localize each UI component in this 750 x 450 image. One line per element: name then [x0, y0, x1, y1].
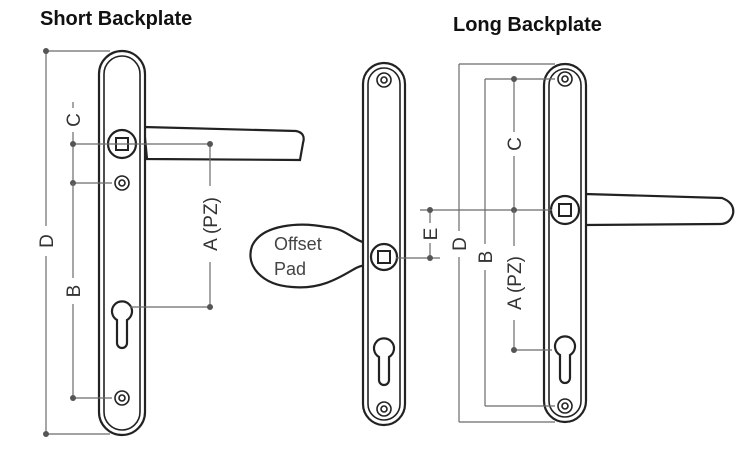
long-bottom-screw — [557, 398, 573, 414]
short-dim-b-gap — [65, 278, 81, 304]
short-dim-a-gap — [201, 186, 219, 262]
long-dim-e-top-dot — [427, 207, 433, 213]
long-spindle-square — [558, 203, 572, 217]
short-label-a: A (PZ) — [201, 197, 222, 251]
long-dim-a-bottom-dot — [511, 347, 517, 353]
long-dim-e-gap — [422, 223, 438, 243]
offset-pad-plate: Offset Pad — [249, 61, 407, 427]
long-label-a: A (PZ) — [505, 256, 526, 310]
pad-top-screw — [376, 72, 392, 88]
short-label-b: B — [64, 285, 85, 298]
short-bottom-screw-center — [118, 394, 126, 402]
long-dim-b-gap — [477, 244, 493, 270]
pad-bottom-screw-center — [380, 405, 388, 413]
short-dim-a-bottom-dot — [207, 304, 213, 310]
long-label-c: C — [505, 137, 526, 151]
long-top-screw-center — [561, 75, 569, 83]
long-dim-c-top-dot — [511, 76, 517, 82]
long-dim-a-gap — [505, 246, 523, 320]
long-dim-d-gap — [451, 231, 467, 257]
short-cylinder-cutout — [110, 300, 134, 350]
short-lever-handle — [142, 125, 305, 162]
pad-plate-inner-rim — [367, 67, 401, 421]
pad-spindle-square — [377, 250, 391, 264]
long-plate-body — [542, 62, 588, 424]
short-dim-b-bottom-dot — [70, 395, 76, 401]
short-dim-a-top-dot — [207, 141, 213, 147]
long-dim-e-bottom-dot — [427, 255, 433, 261]
short-dim-d-gap — [38, 226, 54, 256]
short-backplate-title: Short Backplate — [40, 8, 193, 30]
long-plate-inner-rim — [548, 68, 582, 418]
long-bottom-screw-center — [561, 402, 569, 410]
short-bottom-screw — [114, 390, 130, 406]
long-label-e: E — [421, 228, 442, 241]
short-plate-inner-rim — [103, 55, 141, 431]
long-label-b: B — [476, 251, 497, 264]
pad-cylinder-cutout — [372, 337, 396, 387]
short-fixing-screw-center — [118, 179, 126, 187]
offset-pad-label-line2: Pad — [274, 259, 306, 279]
long-dim-c-gap — [506, 132, 522, 156]
short-plate-body — [97, 49, 147, 437]
short-label-c: C — [64, 113, 85, 127]
offset-pad-bubble — [249, 223, 373, 289]
short-dim-c-top-dot — [70, 141, 76, 147]
short-dimensions: D C B A (PZ) — [37, 48, 222, 437]
short-fixing-screw — [114, 175, 130, 191]
short-dim-d-top-dot — [43, 48, 49, 54]
long-cylinder-cutout — [553, 335, 577, 385]
short-dim-c-gap — [65, 108, 81, 132]
long-dimensions: E D B C A (PZ) — [396, 63, 555, 423]
short-dim-d-bottom-dot — [43, 431, 49, 437]
long-backplate — [542, 62, 735, 424]
offset-pad-label-line1: Offset — [274, 234, 322, 254]
long-top-screw — [557, 71, 573, 87]
pad-top-screw-center — [380, 76, 388, 84]
long-lever-handle — [583, 192, 735, 227]
long-backplate-title: Long Backplate — [453, 14, 602, 36]
long-label-d: D — [450, 237, 471, 251]
short-label-d: D — [37, 234, 58, 248]
pad-bottom-screw — [376, 401, 392, 417]
